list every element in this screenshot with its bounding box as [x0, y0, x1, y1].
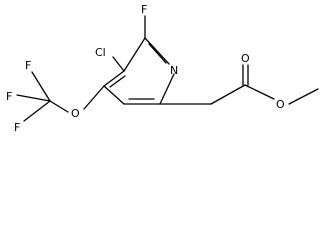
atom-label-o-carbonyl: O — [241, 52, 250, 65]
molecule-svg: F Cl N O F F F O O — [6, 3, 319, 134]
bond-c4-c3 — [103, 70, 125, 87]
bond-cf3-f-top — [31, 71, 51, 102]
bond-c5-c4 — [103, 85, 125, 105]
structure-diagram: F Cl N O F F F O O — [6, 3, 319, 134]
atom-label-f-cf3-bottom: F — [14, 121, 20, 134]
atom-label-f-top: F — [141, 3, 147, 16]
bond-o-cf3 — [49, 100, 69, 113]
atom-label-cl: Cl — [95, 46, 106, 59]
bond-cf3-f-left — [16, 94, 51, 102]
atom-label-n: N — [170, 64, 178, 77]
bond-c2-n — [144, 37, 170, 65]
atom-labels: F Cl N O F F F O O — [6, 3, 285, 134]
bond-c4-o — [83, 85, 105, 110]
atom-label-o-ester: O — [276, 98, 285, 111]
bond-carbonyl-o-ester — [244, 84, 275, 100]
bond-n-c6 — [159, 73, 175, 105]
bond-c3-cl — [112, 56, 125, 72]
bond-ch2-carbonyl — [210, 84, 246, 105]
atom-label-f-cf3-top: F — [25, 59, 31, 72]
bond-o-methyl — [288, 88, 319, 105]
atom-label-f-cf3-left: F — [6, 90, 12, 103]
bond-cf3-f-bottom — [23, 100, 51, 122]
bond-c2-n-inner — [148, 43, 167, 64]
atom-label-o-ether: O — [71, 107, 80, 120]
bond-c4-c3-inner — [109, 75, 126, 88]
bond-c2-c3 — [123, 37, 146, 72]
bonds — [16, 15, 319, 122]
